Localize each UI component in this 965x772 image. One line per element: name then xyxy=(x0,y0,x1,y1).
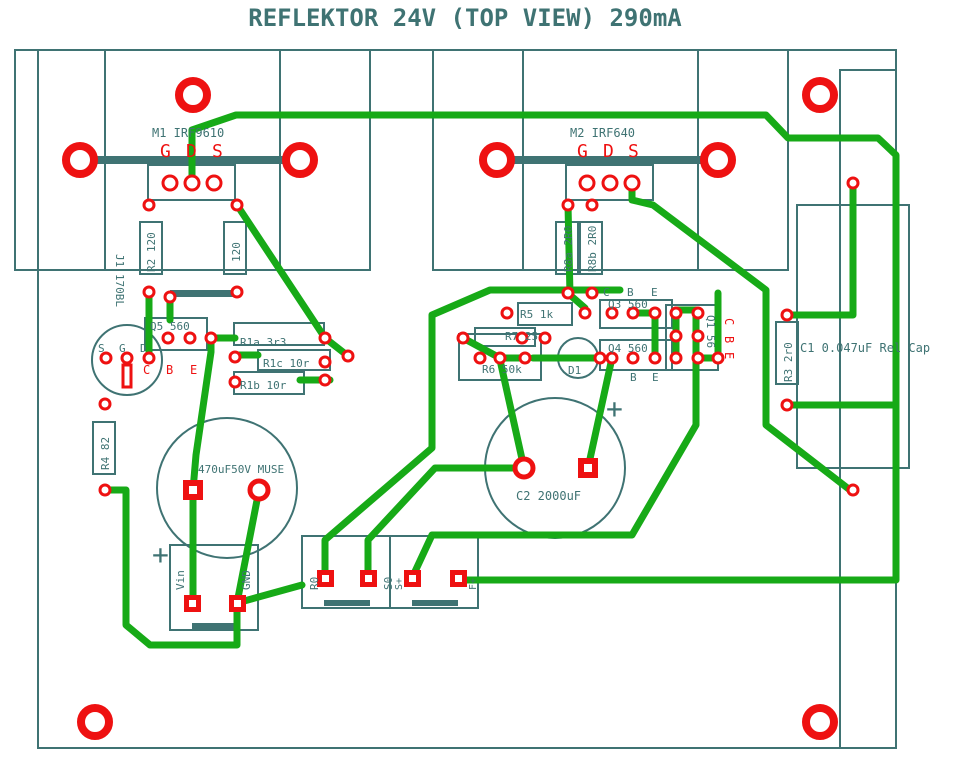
label-c1: C1 0.047uF Rel Cap xyxy=(800,341,930,355)
label-q5: Q5 560 xyxy=(150,320,190,333)
label-r8a: R8a 2R0 xyxy=(562,226,575,272)
label-q3: Q3 560 xyxy=(608,298,648,311)
out2-latch xyxy=(412,600,458,606)
label-r0: R0 xyxy=(308,577,321,590)
label-c2: C2 2000uF xyxy=(516,489,581,503)
mounting-holes xyxy=(62,77,838,740)
label-j1-d: D xyxy=(140,342,147,355)
label-s0: S0 xyxy=(382,577,395,590)
label-r1b: R1b 10r xyxy=(240,379,287,392)
j1-body xyxy=(91,324,163,396)
m2-d: D xyxy=(603,141,614,162)
label-s-plus: S+ xyxy=(394,578,405,590)
j1-bar-pin xyxy=(121,363,133,389)
label-m2: M2 IRF640 xyxy=(570,126,635,140)
m1-g: G xyxy=(160,141,171,162)
label-vin: Vin xyxy=(174,570,187,590)
vin-connector xyxy=(169,544,259,631)
jumper-bar xyxy=(170,290,238,297)
j1-c: C xyxy=(143,363,150,377)
out1-latch xyxy=(324,600,370,606)
label-c470: 470uF50V MUSE xyxy=(198,463,284,476)
label-r120: 120 xyxy=(230,242,243,262)
label-j1: J1 170BL xyxy=(113,254,126,307)
label-j1-s: S xyxy=(98,342,105,355)
q1-e: E xyxy=(722,352,736,359)
m1-s: S xyxy=(212,141,223,162)
label-q4-b: B xyxy=(630,371,637,384)
m2-s: S xyxy=(628,141,639,162)
c470-body xyxy=(156,417,298,559)
q1-c: C xyxy=(722,318,736,325)
board-title: REFLEKTOR 24V (TOP VIEW) 290mA xyxy=(248,4,682,32)
label-r6: R6 50k xyxy=(482,363,522,376)
label-r5: R5 1k xyxy=(520,308,553,321)
label-r2: R2 120 xyxy=(145,232,158,272)
label-r1c: R1c 10r xyxy=(263,357,310,370)
label-q3-e: E xyxy=(651,286,658,299)
label-f-plus: F+ xyxy=(468,578,479,590)
vin-latch xyxy=(192,623,238,629)
label-r8b: R8b 2R0 xyxy=(586,226,599,272)
r7-body xyxy=(474,327,536,347)
small-pads xyxy=(98,174,860,497)
m2-body xyxy=(565,164,654,201)
c470-plus: + xyxy=(152,538,169,571)
label-r7: R7 25 xyxy=(505,330,538,343)
r5-body xyxy=(517,302,573,326)
label-r1a: R1a 3r3 xyxy=(240,336,286,349)
copper-traces xyxy=(101,111,900,649)
label-m1: M1 IRF9610 xyxy=(152,126,224,140)
label-gnd: GND xyxy=(240,570,253,590)
r120-body xyxy=(223,221,247,275)
q1-b: B xyxy=(722,336,736,343)
j1-b: B xyxy=(166,363,173,377)
label-j1-g: G xyxy=(119,342,126,355)
label-q3-b: B xyxy=(627,286,634,299)
m1-d: D xyxy=(186,141,197,162)
label-q1: Q1 56 xyxy=(704,315,717,348)
label-q4: Q4 560 xyxy=(608,342,648,355)
label-r4: R4 82 xyxy=(99,437,112,470)
r8b-body xyxy=(579,221,603,275)
c2-plus: + xyxy=(606,392,623,425)
label-d1: D1 xyxy=(568,364,581,377)
r4-body xyxy=(92,421,116,475)
label-r3: R3 2r0 xyxy=(782,342,795,382)
label-q4-e: E xyxy=(652,371,659,384)
j1-e: E xyxy=(190,363,197,377)
m2-g: G xyxy=(577,141,588,162)
connector-pads xyxy=(183,456,598,612)
label-q3-c: C xyxy=(603,286,610,299)
r2-body xyxy=(139,221,163,275)
